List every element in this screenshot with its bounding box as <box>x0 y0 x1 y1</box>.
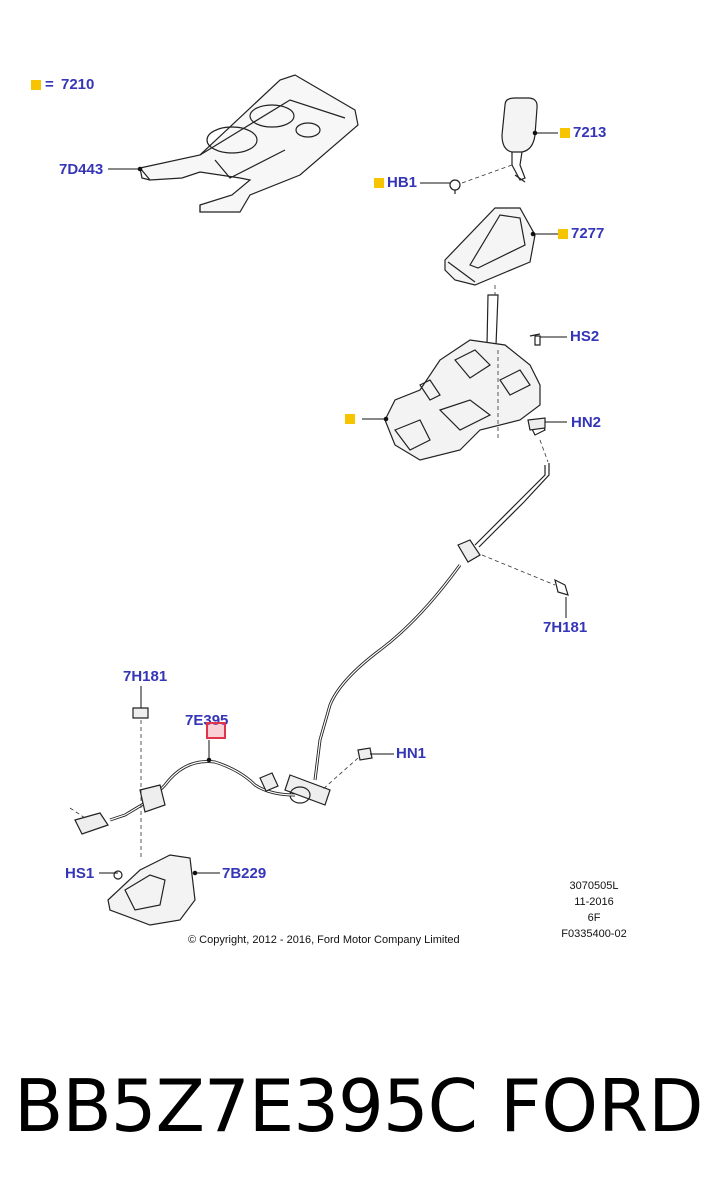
shifter-assembly-illustration <box>384 294 546 461</box>
copyright-notice: © Copyright, 2012 - 2016, Ford Motor Com… <box>188 934 460 946</box>
cable-bracket-illustration <box>107 854 196 926</box>
callout-hs2[interactable]: HS2 <box>570 328 600 345</box>
callout-hs1[interactable]: HS1 <box>65 865 95 882</box>
leader-lines <box>99 130 567 876</box>
callout-7h181-left[interactable]: 7H181 <box>123 668 168 685</box>
console-panel-illustration <box>138 74 359 213</box>
callout-hb1[interactable]: HB1 <box>387 174 418 191</box>
callout-hn2[interactable]: HN2 <box>571 414 602 431</box>
marker-7277 <box>558 229 568 239</box>
drawing-date: 11-2016 <box>574 896 614 908</box>
callout-7210[interactable]: 7210 <box>61 76 95 93</box>
marker-hb1 <box>374 178 384 188</box>
callout-7277[interactable]: 7277 <box>571 225 605 242</box>
hb1-bolt-illustration <box>449 179 461 191</box>
drawing-reference: 3070505L <box>569 880 619 892</box>
drawing-code: 6F <box>587 912 601 924</box>
legend-marker-square <box>31 80 41 90</box>
shift-knob-illustration <box>501 97 538 183</box>
part-number: BB5Z7E395C <box>14 1064 478 1148</box>
highlight-marker-7e395 <box>206 722 226 739</box>
marker-7213 <box>560 128 570 138</box>
callout-7e395[interactable]: 7E395 <box>185 712 229 729</box>
callout-7b229[interactable]: 7B229 <box>222 865 267 882</box>
parts-diagram <box>69 74 569 926</box>
alignment-lines <box>69 164 556 860</box>
footer: BB5Z7E395C FORD <box>0 1060 708 1160</box>
callout-7h181-right[interactable]: 7H181 <box>543 619 588 636</box>
legend-equals: = <box>45 76 54 93</box>
callout-7d443[interactable]: 7D443 <box>59 161 104 178</box>
callout-hn1[interactable]: HN1 <box>396 745 427 762</box>
shift-boot-illustration <box>444 207 536 286</box>
marker-shifter-assembly <box>345 414 355 424</box>
figure-number: F0335400-02 <box>561 928 627 940</box>
callout-7213[interactable]: 7213 <box>573 124 607 141</box>
brand-name: FORD <box>500 1064 704 1148</box>
shift-cable-illustration <box>74 463 569 835</box>
